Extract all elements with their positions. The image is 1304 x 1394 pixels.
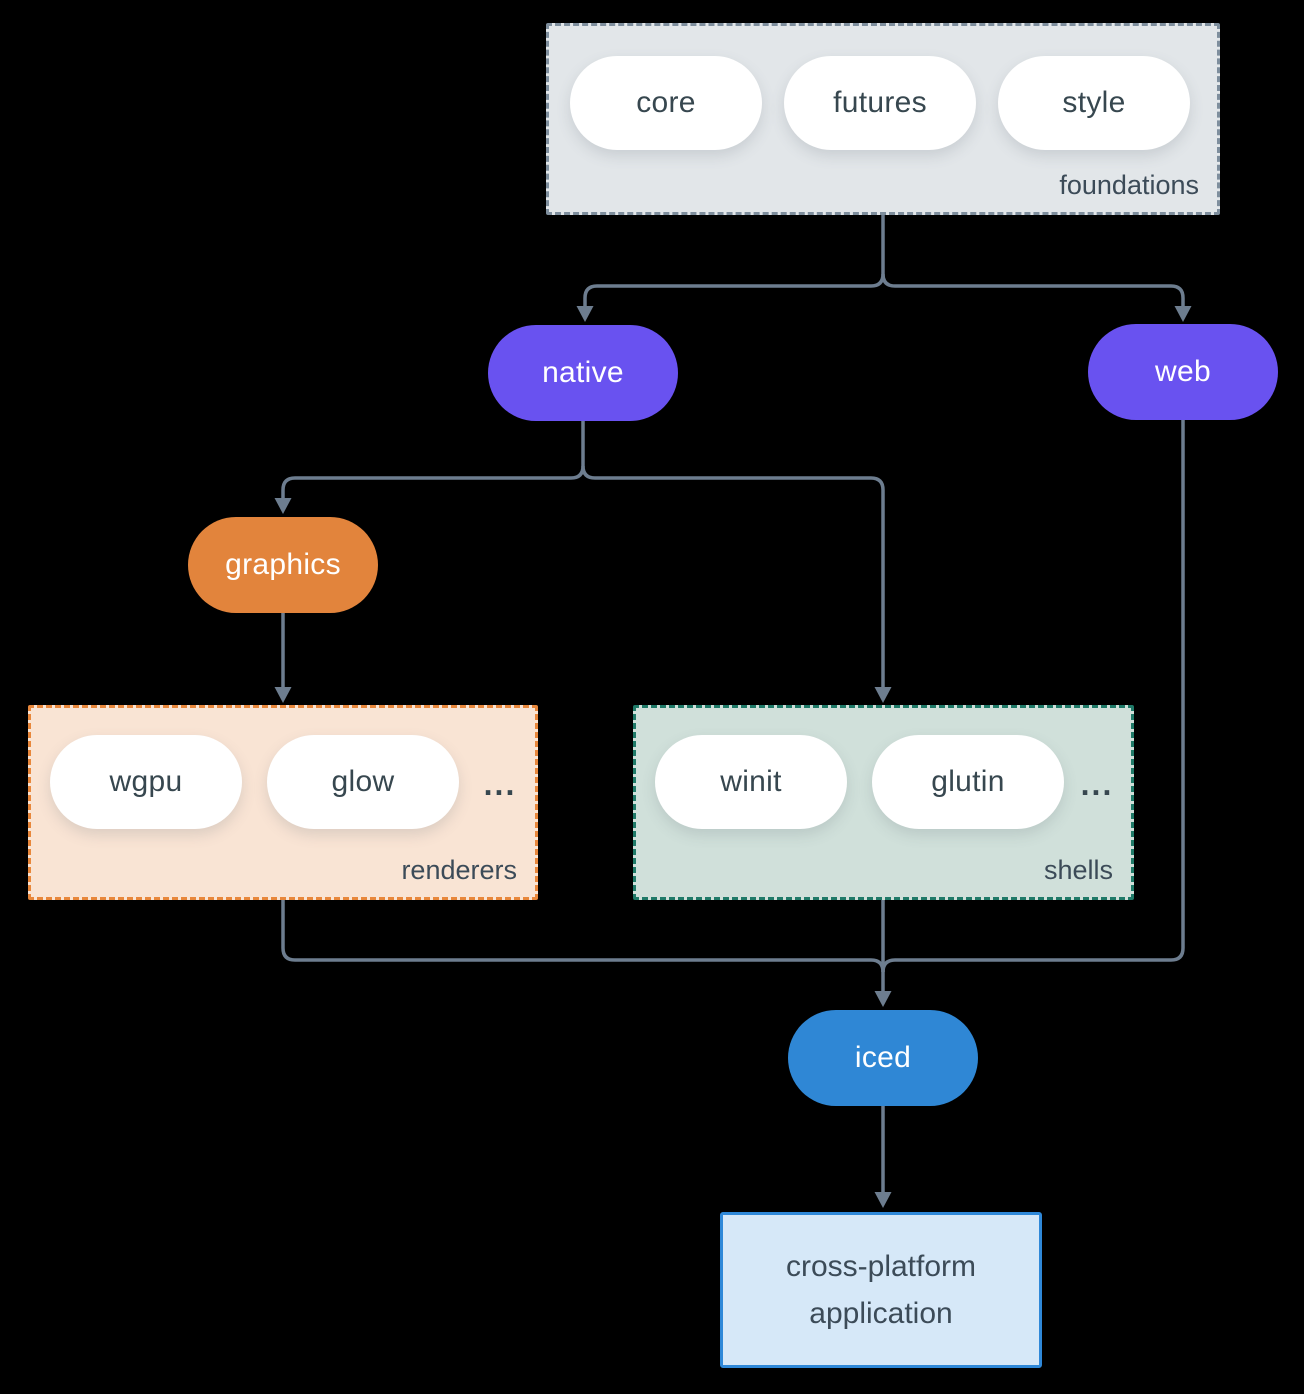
- arrowhead-icon: [874, 687, 892, 703]
- node-glutin: glutin: [872, 735, 1064, 829]
- edge-foundations-native: [583, 214, 885, 306]
- node-style: style: [998, 56, 1190, 150]
- edge-foundations-web: [881, 273, 1185, 306]
- application-label-line2: application: [809, 1297, 953, 1330]
- group-renderers-label: renderers: [401, 855, 517, 885]
- group-shells-label: shells: [1043, 855, 1113, 885]
- node-native: native: [488, 325, 678, 421]
- node-iced: iced: [788, 1010, 978, 1106]
- shells-ellipsis: ...: [1080, 766, 1114, 802]
- group-foundations: core futures style foundations: [546, 23, 1220, 215]
- node-core: core: [570, 56, 762, 150]
- group-shells: winit glutin ... shells: [633, 705, 1134, 900]
- node-wgpu: wgpu: [50, 735, 242, 829]
- arrowhead-icon: [874, 991, 892, 1007]
- renderers-ellipsis: ...: [483, 766, 517, 802]
- edge-renderers-iced: [281, 899, 885, 973]
- node-futures: futures: [784, 56, 976, 150]
- edge-native-graphics: [281, 421, 585, 498]
- node-graphics: graphics: [188, 517, 378, 613]
- group-renderers: wgpu glow ... renderers: [28, 705, 538, 900]
- edge-native-shells: [581, 465, 885, 687]
- arrowhead-icon: [274, 687, 292, 703]
- arrowhead-icon: [1174, 306, 1192, 322]
- application-label-line1: cross-platform: [785, 1250, 977, 1283]
- node-glow: glow: [267, 735, 459, 829]
- arrowhead-icon: [576, 306, 594, 322]
- arrowhead-icon: [874, 1192, 892, 1208]
- arrowhead-icon: [274, 498, 292, 514]
- group-foundations-label: foundations: [1059, 170, 1199, 200]
- node-cross-platform-application: cross-platform application: [720, 1212, 1042, 1368]
- node-winit: winit: [655, 735, 847, 829]
- node-web: web: [1088, 324, 1278, 420]
